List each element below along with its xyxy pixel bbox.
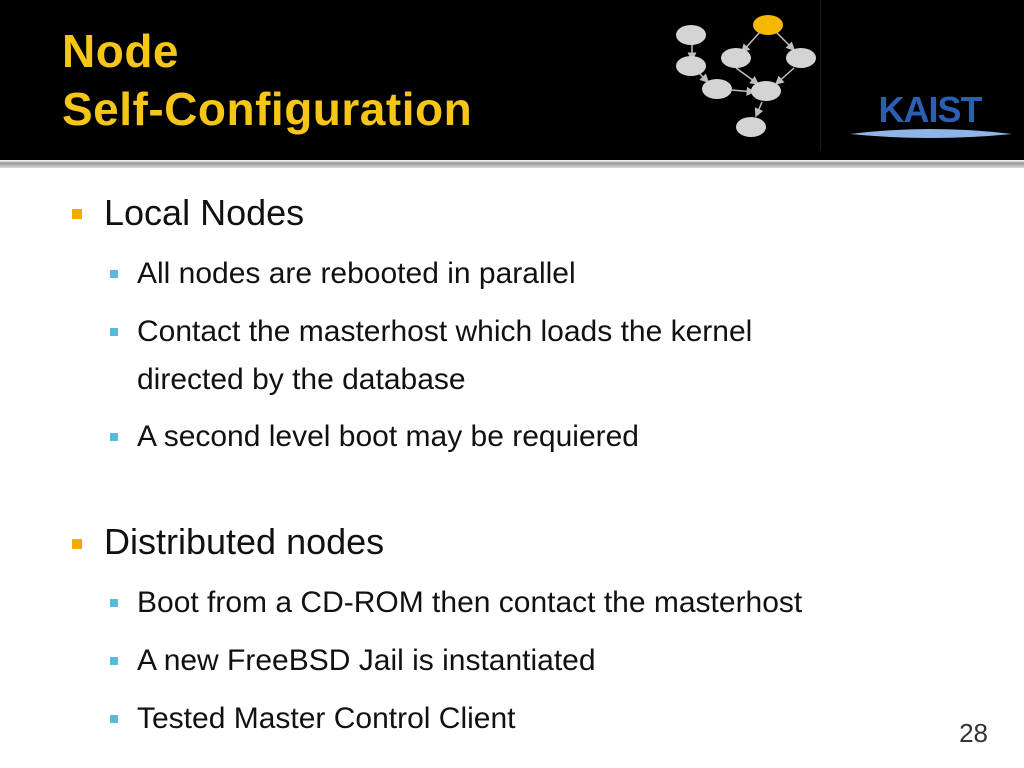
sub-bullet-marker — [110, 657, 118, 665]
sub-bullet-marker — [110, 328, 118, 336]
slide-title-line-1: Node — [62, 25, 179, 77]
list-item: Contact the masterhost which loads the k… — [137, 315, 753, 348]
sub-bullet-marker — [110, 715, 118, 723]
list-item: All nodes are rebooted in parallel — [137, 257, 576, 290]
list-item: Boot from a CD-ROM then contact the mast… — [137, 586, 803, 619]
kaist-logo: KAIST — [850, 89, 1012, 138]
section-heading-distributed-nodes: Distributed nodes — [104, 521, 385, 562]
slide-title: Node Self-Configuration — [62, 22, 472, 138]
list-item: A new FreeBSD Jail is instantiated — [137, 644, 596, 677]
kaist-logo-text: KAIST — [879, 89, 983, 130]
slide-title-line-2: Self-Configuration — [62, 83, 473, 135]
bullet-marker — [72, 539, 82, 549]
section-heading-local-nodes: Local Nodes — [104, 192, 305, 233]
list-item: Tested Master Control Client — [137, 702, 516, 735]
sub-bullet-marker — [110, 599, 118, 607]
graph-nodes — [676, 15, 816, 137]
slide-header: Node Self-Configuration — [0, 0, 1024, 160]
sub-bullet-marker — [110, 270, 118, 278]
page-number: 28 — [959, 718, 988, 748]
node-graph-diagram — [676, 15, 816, 137]
bullet-marker — [72, 209, 82, 219]
header-underline — [0, 160, 1024, 168]
list-item-continuation: directed by the database — [137, 363, 466, 396]
sub-bullet-marker — [110, 433, 118, 441]
list-item: A second level boot may be requiered — [137, 420, 639, 453]
header-divider — [820, 0, 821, 150]
